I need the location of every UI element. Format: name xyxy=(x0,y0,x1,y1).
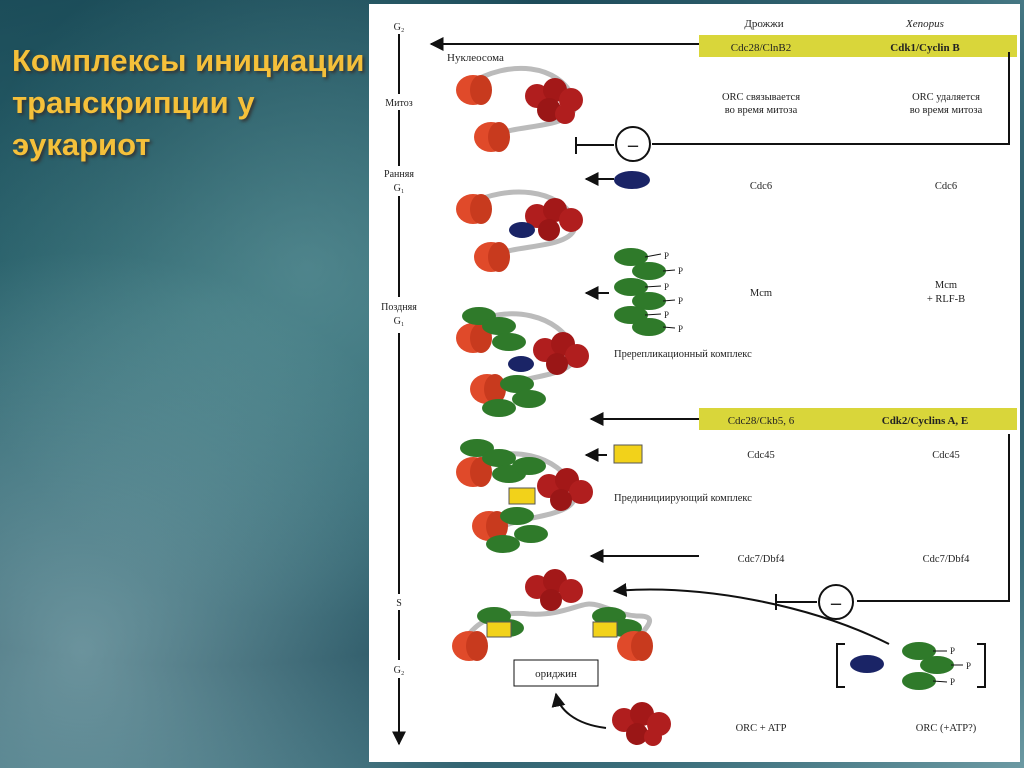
row-xenopus-rlfb: + RLF-B xyxy=(927,294,965,305)
phase-early-g1-b: G₁ xyxy=(394,183,405,194)
phospho-label: P xyxy=(678,296,683,306)
diagram-figure: Дрожжи Xenopus Cdc28/ClnB2 Cdk1/Cyclin B… xyxy=(369,4,1020,762)
nucleosome xyxy=(474,122,510,152)
minus-sign-1: – xyxy=(627,134,639,156)
phase-mitosis: Митоз xyxy=(385,98,412,109)
orc-complex-free xyxy=(612,702,671,746)
nucleosome-label: Нуклеосома xyxy=(447,52,504,64)
cdc45-protein xyxy=(613,444,643,464)
diagram-svg: Дрожжи Xenopus Cdc28/ClnB2 Cdk1/Cyclin B… xyxy=(371,16,1017,746)
kinase-yeast-1: Cdc28/ClnB2 xyxy=(731,42,792,54)
cdc6-protein xyxy=(614,171,650,189)
released-complex-bracket: P P P xyxy=(836,642,986,690)
origin-label: ориджин xyxy=(535,668,577,680)
col-header-yeast: Дрожжи xyxy=(744,18,783,30)
row-xenopus-cdc45: Cdc45 xyxy=(932,450,959,461)
row-xenopus-cdc7: Cdc7/Dbf4 xyxy=(923,554,970,565)
phase-early-g1-a: Ранняя xyxy=(384,169,414,180)
kinase-xenopus-1: Cdk1/Cyclin B xyxy=(890,42,960,54)
prereplication-complex-label: Пререпликационный комплекс xyxy=(614,349,752,360)
arrow-release xyxy=(612,582,890,645)
row-xenopus-orc-removed-b: во время митоза xyxy=(910,105,983,116)
stage-early-g1-chromatin xyxy=(456,189,583,272)
row-yeast-cdc45: Cdc45 xyxy=(747,450,774,461)
phospho-label: P xyxy=(678,266,683,276)
phospho-label: P xyxy=(950,677,955,687)
stage-mitosis-chromatin xyxy=(456,65,583,152)
inhibition-line-2 xyxy=(857,434,1010,602)
phospho-label: P xyxy=(664,251,669,261)
minus-circle-2 xyxy=(818,584,854,620)
col-header-xenopus: Xenopus xyxy=(905,18,944,30)
phospho-label: P xyxy=(966,661,971,671)
stage-preinitiation-chromatin xyxy=(456,439,593,553)
minus-sign-2: – xyxy=(830,592,842,614)
stage-s-phase-chromatin xyxy=(452,569,653,661)
row-yeast-mcm: Mcm xyxy=(750,288,772,299)
orc-complex xyxy=(525,78,583,124)
phase-g2-top: G₂ xyxy=(394,22,405,33)
phospho-label: P xyxy=(664,282,669,292)
row-yeast-orc-atp: ORC + ATP xyxy=(736,723,787,734)
nucleosome xyxy=(456,75,492,105)
phospho-label: P xyxy=(678,324,683,334)
phase-late-g1-b: G₁ xyxy=(394,316,405,327)
phase-s: S xyxy=(396,598,402,609)
row-yeast-cdc6: Cdc6 xyxy=(750,181,772,192)
row-yeast-cdc7: Cdc7/Dbf4 xyxy=(738,554,785,565)
phase-g2-bottom: G₂ xyxy=(394,665,405,676)
origin-box xyxy=(513,659,599,687)
phospho-label: P xyxy=(950,646,955,656)
kinase-band-2 xyxy=(699,408,1017,430)
mcm-complex-phosphorylated: P P P P P P xyxy=(614,248,683,336)
row-yeast-orc-binds-b: во время митоза xyxy=(725,105,798,116)
preinitiation-complex-label: Прединициирующий комплекс xyxy=(614,493,752,504)
row-xenopus-orc-atp: ORC (+ATP?) xyxy=(916,723,977,734)
arrow-orc-to-origin xyxy=(551,692,607,729)
kinase-band-1 xyxy=(699,35,1017,57)
row-xenopus-cdc6: Cdc6 xyxy=(935,181,957,192)
inhibition-line-1 xyxy=(652,52,1010,145)
row-xenopus-orc-removed-a: ORC удаляется xyxy=(912,92,980,103)
row-xenopus-mcm: Mcm xyxy=(935,280,957,291)
slide-title: Комплексы инициации транскрипции у эукар… xyxy=(12,43,365,162)
row-yeast-orc-binds-a: ORC связывается xyxy=(722,92,800,103)
kinase-yeast-2: Cdc28/Ckb5, 6 xyxy=(728,415,795,427)
kinase-xenopus-2: Cdk2/Cyclins A, E xyxy=(882,415,969,427)
stage-late-g1-chromatin xyxy=(456,307,589,417)
minus-circle-1 xyxy=(615,126,651,162)
phospho-label: P xyxy=(664,310,669,320)
phase-late-g1-a: Поздняя xyxy=(381,302,417,313)
